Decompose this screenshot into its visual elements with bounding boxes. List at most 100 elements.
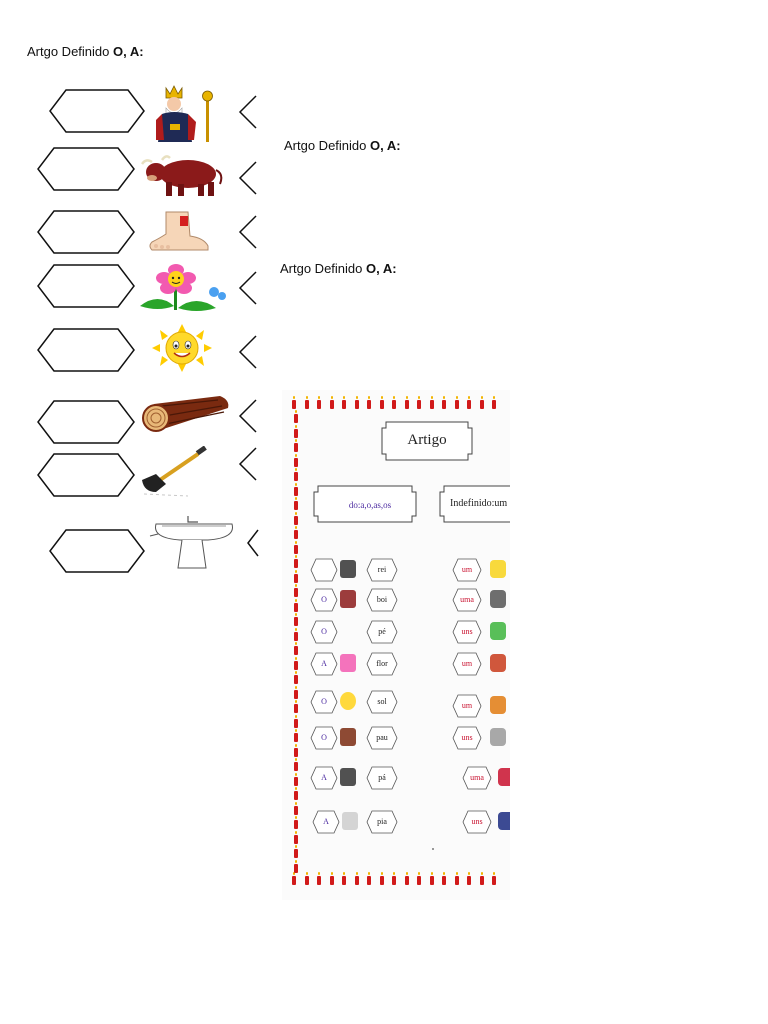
worksheet-word: boi [376,595,388,604]
candle-icon [342,396,346,409]
title-frame [381,421,473,461]
hexagon-blank-4[interactable] [36,263,136,309]
candle-icon [294,772,298,786]
worksheet-word: pia [377,817,387,826]
candle-icon [294,685,298,699]
candle-icon [294,511,298,525]
hexagon-blank-8[interactable] [48,528,146,574]
worksheet-mini-picture [340,622,356,640]
candle-icon [392,396,396,409]
hexagon-blank-2[interactable] [36,146,136,192]
candle-icon [294,656,298,670]
worksheet-article: O [321,627,327,636]
heading-definido-2: Artgo Definido O, A: [284,138,401,153]
worksheet-word: flor [376,659,388,668]
sun-picture [152,324,212,372]
worksheet-mini-picture [340,692,356,710]
worksheet-word-hexagon: pau [366,726,398,750]
candle-icon [404,872,409,885]
heading-definido-3: Artgo Definido O, A: [280,261,397,276]
candle-icon [294,555,298,568]
worksheet-article: O [321,697,327,706]
worksheet-indef-hexagon: uma [462,766,492,790]
king-picture [156,85,213,142]
candle-icon [294,569,298,583]
hexagon-blank-7[interactable] [36,452,136,498]
candle-icon [294,743,298,757]
candle-icon [292,872,296,885]
candle-icon [492,872,496,885]
worksheet-indef-hexagon: um [452,652,482,676]
worksheet-mini-picture [342,812,358,830]
candle-icon [294,787,298,800]
candle-icon [294,714,298,728]
worksheet-mini-picture [490,560,506,578]
candle-icon [294,482,298,496]
worksheet-word-hexagon: pia [366,810,398,834]
worksheet-mini-picture [490,622,506,640]
hexagon-blank-6[interactable] [36,399,136,445]
worksheet-article-hexagon: O [310,690,338,714]
worksheet-mini-picture [498,768,510,786]
worksheet-word-hexagon: rei [366,558,398,582]
worksheet-article-hexagon: A [310,652,338,676]
hexagon-blank-3[interactable] [36,209,136,255]
sink-picture [149,516,233,569]
candle-icon [442,872,446,885]
cropped-hexagon-3 [238,215,257,249]
candle-icon [479,396,484,409]
worksheet-indef-article: um [461,565,473,574]
cropped-hexagon-5 [238,335,257,369]
worksheet-article-hexagon: O [310,726,338,750]
candle-icon [367,396,371,409]
candle-icon [354,396,359,409]
worksheet-article-hexagon: O [310,588,338,612]
candle-icon [429,872,434,885]
heading-definido-1: Artgo Definido O, A: [27,44,144,59]
candle-icon [294,816,298,829]
worksheet-mini-picture [490,654,506,672]
worksheet-word-hexagon: sol [366,690,398,714]
worksheet-mini-picture [340,728,356,746]
candle-icon [379,872,384,885]
candle-icon [442,396,446,409]
candle-icon [304,872,309,885]
candle-icon [294,584,298,597]
worksheet-indef-hexagon: uma [452,588,482,612]
hexagon-blank-1[interactable] [48,88,146,134]
worksheet-article: A [321,773,327,782]
worksheet-indef-article: um [461,659,473,668]
worksheet-word: pá [378,773,386,782]
worksheet-indef-hexagon: um [452,558,482,582]
worksheet-word-hexagon: boi [366,588,398,612]
candle-icon [294,598,298,612]
worksheet-mini-picture [498,812,510,830]
shovel-picture [142,446,207,497]
candle-icon [294,453,298,467]
candle-icon [379,396,384,409]
log-picture [142,396,229,432]
worksheet-article-hexagon: A [312,810,340,834]
cropped-hexagon-7 [238,447,257,481]
worksheet-indef-article: uns [461,627,473,636]
flower-picture [140,264,226,311]
candle-icon [294,468,298,481]
candle-icon [404,396,409,409]
worksheet-indef-hexagon: um [452,694,482,718]
worksheet-word-hexagon: pé [366,620,398,644]
worksheet-article: A [321,659,327,668]
candle-icon [329,396,334,409]
candle-icon [294,540,298,554]
candle-icon [294,700,298,713]
candle-icon [294,859,298,873]
hexagon-blank-5[interactable] [36,327,136,373]
candle-icon [294,830,298,844]
worksheet-article: A [323,817,329,826]
worksheet-mini-picture [340,590,356,608]
worksheet-mini-picture [340,768,356,786]
worksheet-word: rei [377,565,387,574]
worksheet-indef-hexagon: uns [452,620,482,644]
worksheet-word: pé [378,627,386,636]
worksheet-mini-picture [490,696,506,714]
candle-icon [492,396,496,409]
